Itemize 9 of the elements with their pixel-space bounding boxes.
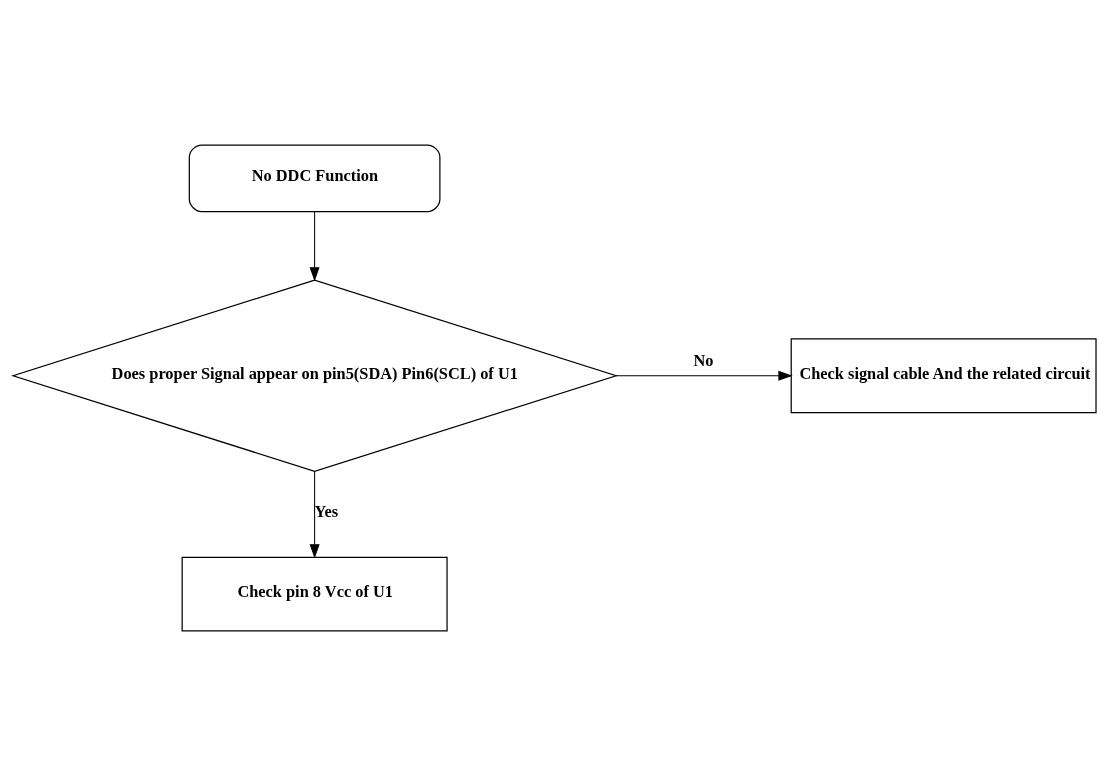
node-box: No DDC Function	[188, 143, 441, 212]
arrow	[615, 370, 793, 381]
node-box: Check signal cable And the related circuit	[790, 337, 1097, 413]
edge-label: Yes	[314, 501, 339, 521]
node-box: Check pin 8 Vcc of U1	[181, 556, 448, 632]
arrow	[309, 470, 320, 559]
edge-label: No	[693, 350, 714, 370]
arrow	[309, 210, 320, 281]
node-diamond: Does proper Signal appear on pin5(SDA) Pin6(SCL) of U1	[11, 278, 619, 472]
